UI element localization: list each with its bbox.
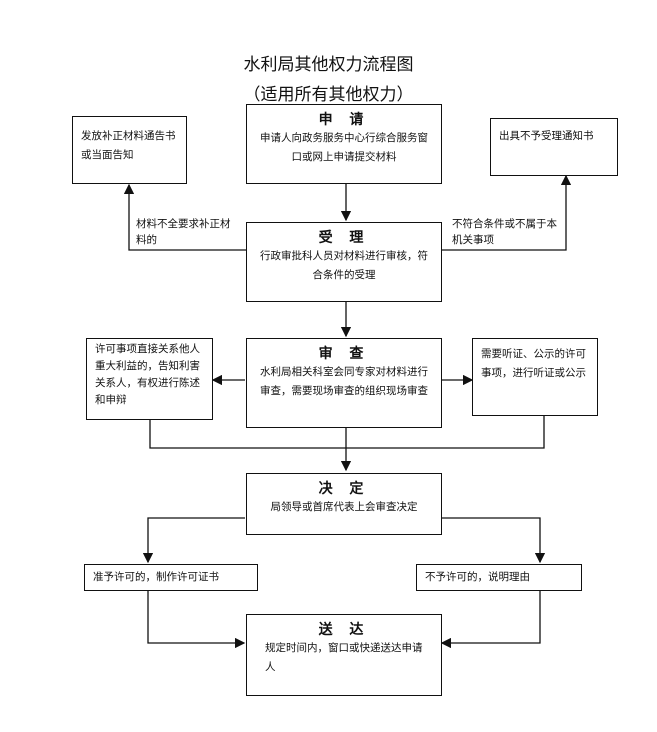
step-accept-head: 受 理 <box>318 230 370 246</box>
line-stakeholder-merge <box>149 420 346 449</box>
step-review-body: 水利局相关科室会同专家对材料进行审查，需要现场审查的组织现场审查 <box>260 366 428 397</box>
step-decide-head: 决 定 <box>318 481 370 497</box>
arrow-deny-deliver <box>440 591 541 649</box>
chart-subtitle: （适用所有其他权力） <box>243 85 414 105</box>
step-accept: 受 理 行政审批科人员对材料进行审核，符合条件的受理 <box>246 222 442 302</box>
box-deny-text: 不予许可的，说明理由 <box>425 571 530 583</box>
step-decide: 决 定 局领导或首席代表上会审查决定 <box>246 473 442 535</box>
arrow-to-deny <box>442 517 546 564</box>
step-accept-body: 行政审批科人员对材料进行审核，符合条件的受理 <box>260 250 428 281</box>
step-deliver-body: 规定时间内，窗口或快递送达申请人 <box>265 642 423 673</box>
box-grant: 准予许可的，制作许可证书 <box>84 564 258 591</box>
box-supplement: 发放补正材料通告书或当面告知 <box>72 116 187 184</box>
step-apply: 申 请 申请人向政务服务中心行综合服务窗口或网上申请提交材料 <box>246 104 442 184</box>
arrow-to-grant <box>142 517 245 564</box>
arrow-to-reject <box>442 174 572 251</box>
box-deny: 不予许可的，说明理由 <box>416 564 582 591</box>
step-decide-body: 局领导或首席代表上会审查决定 <box>270 501 418 513</box>
label-incomplete: 材料不全要求补正材料的 <box>136 216 234 248</box>
arrow-grant-deliver <box>147 591 246 649</box>
box-hearing-text: 需要听证、公示的许可事项，进行听证或公示 <box>481 348 586 379</box>
step-apply-body: 申请人向政务服务中心行综合服务窗口或网上申请提交材料 <box>260 132 428 163</box>
box-stakeholder-text: 许可事项直接关系他人重大利益的，告知利害关系人，有权进行陈述和申辩 <box>95 343 200 406</box>
line-hearing-merge <box>346 416 545 449</box>
label-not-eligible: 不符合条件或不属于本机关事项 <box>452 216 560 248</box>
box-reject-notice-text: 出具不予受理通知书 <box>499 130 594 142</box>
box-stakeholder: 许可事项直接关系他人重大利益的，告知利害关系人，有权进行陈述和申辩 <box>86 338 213 420</box>
step-review: 审 查 水利局相关科室会同专家对材料进行审查，需要现场审查的组织现场审查 <box>246 338 442 428</box>
box-hearing: 需要听证、公示的许可事项，进行听证或公示 <box>472 338 598 416</box>
box-supplement-text: 发放补正材料通告书或当面告知 <box>81 130 176 161</box>
arrow-to-supplement <box>123 183 246 251</box>
box-grant-text: 准予许可的，制作许可证书 <box>93 571 219 583</box>
step-review-head: 审 查 <box>318 346 370 362</box>
chart-title: 水利局其他权力流程图 <box>243 55 414 75</box>
step-apply-head: 申 请 <box>318 112 370 128</box>
box-reject-notice: 出具不予受理通知书 <box>490 118 618 176</box>
step-deliver-head: 送 达 <box>318 622 370 638</box>
step-deliver: 送 达 规定时间内，窗口或快递送达申请人 <box>246 614 442 696</box>
